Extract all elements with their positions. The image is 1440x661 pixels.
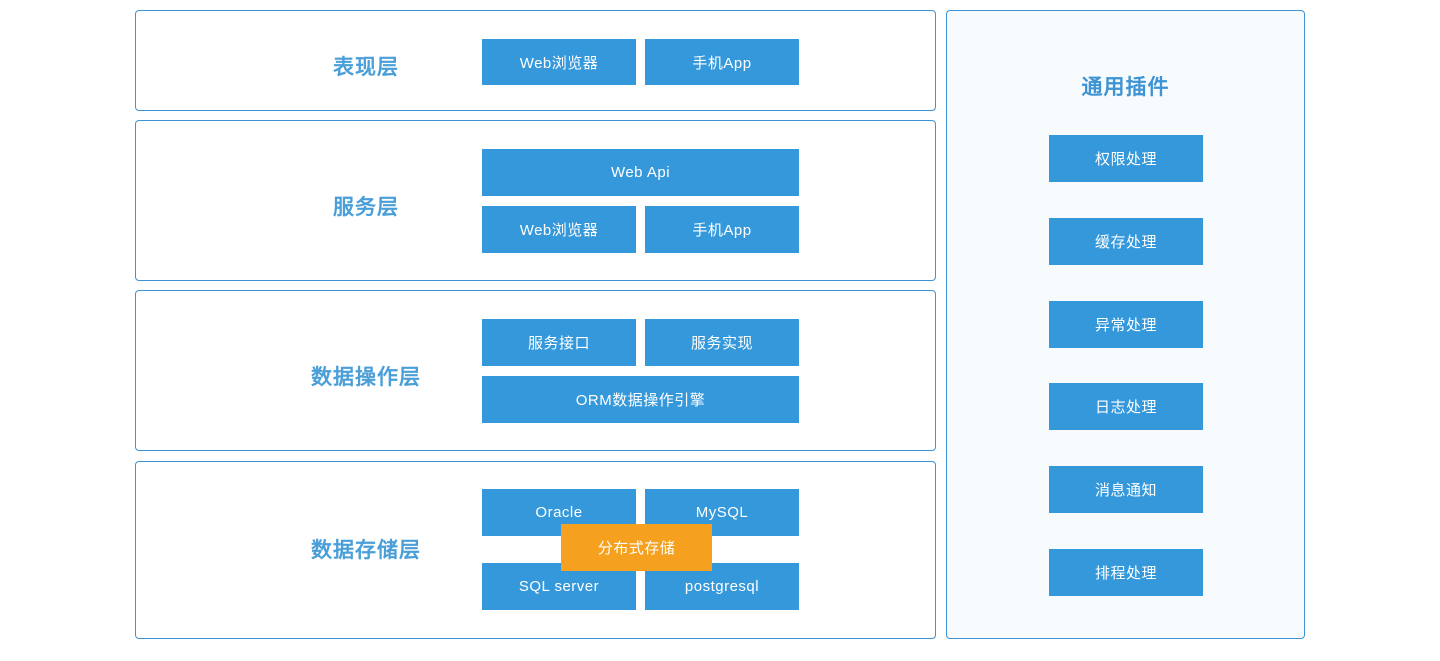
box-postgresql[interactable]: postgresql	[645, 563, 799, 610]
layer-panel-data-storage: 数据存储层 Oracle MySQL SQL server postgresql…	[135, 461, 936, 639]
box-mobile-app-service[interactable]: 手机App	[645, 206, 799, 253]
layer-title-service: 服务层	[333, 196, 399, 219]
box-service-interface[interactable]: 服务接口	[482, 319, 636, 366]
layer-title-data-operation: 数据操作层	[311, 366, 421, 389]
plugin-item-notification[interactable]: 消息通知	[1049, 466, 1203, 513]
plugin-item-cache[interactable]: 缓存处理	[1049, 218, 1203, 265]
box-web-browser-presentation[interactable]: Web浏览器	[482, 39, 636, 85]
layer-title-presentation: 表现层	[333, 56, 399, 79]
box-orm-engine[interactable]: ORM数据操作引擎	[482, 376, 799, 423]
layer-panel-service: 服务层 Web Api Web浏览器 手机App	[135, 120, 936, 281]
plugin-item-scheduling[interactable]: 排程处理	[1049, 549, 1203, 596]
plugin-item-permission[interactable]: 权限处理	[1049, 135, 1203, 182]
box-web-api[interactable]: Web Api	[482, 149, 799, 196]
layer-panel-data-operation: 数据操作层 服务接口 服务实现 ORM数据操作引擎	[135, 290, 936, 451]
box-service-implementation[interactable]: 服务实现	[645, 319, 799, 366]
plugin-item-logging[interactable]: 日志处理	[1049, 383, 1203, 430]
plugin-item-exception[interactable]: 异常处理	[1049, 301, 1203, 348]
box-web-browser-service[interactable]: Web浏览器	[482, 206, 636, 253]
plugin-panel-title: 通用插件	[1081, 76, 1170, 99]
box-distributed-storage[interactable]: 分布式存储	[561, 524, 712, 571]
layer-panel-presentation: 表现层 Web浏览器 手机App	[135, 10, 936, 111]
plugin-panel: 通用插件 权限处理 缓存处理 异常处理 日志处理 消息通知 排程处理	[946, 10, 1305, 639]
box-mobile-app-presentation[interactable]: 手机App	[645, 39, 799, 85]
layer-title-data-storage: 数据存储层	[311, 539, 421, 562]
box-mysql[interactable]: MySQL	[645, 489, 799, 536]
